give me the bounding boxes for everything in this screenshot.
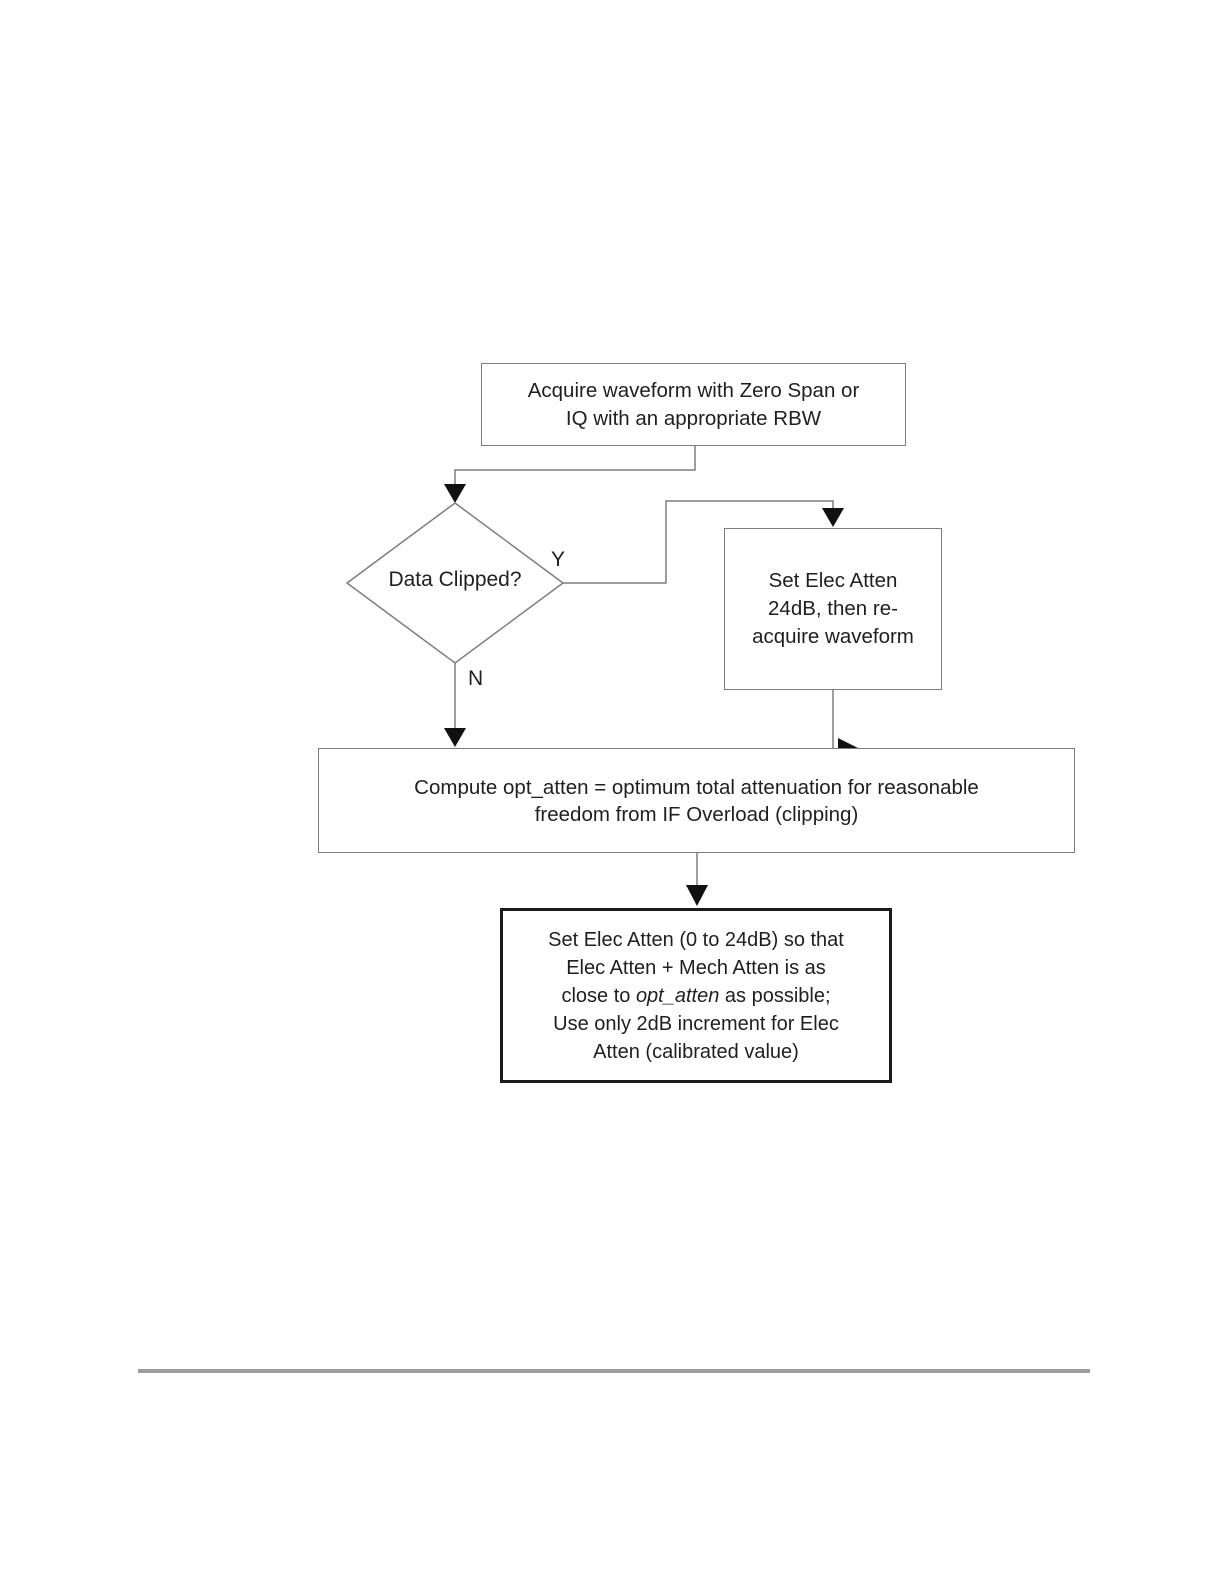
acquire-waveform-box: Acquire waveform with Zero Span or IQ wi… xyxy=(481,363,906,446)
elec24-box-line2: 24dB, then re- xyxy=(768,597,898,620)
final-box-line3: close to opt_atten as possible; xyxy=(561,982,830,1010)
connector-decision-yes-to-elec24 xyxy=(563,500,834,584)
connector-acquire-to-decision xyxy=(454,446,696,485)
decision-no-label: N xyxy=(468,667,484,690)
decision-yes-label: Y xyxy=(551,548,566,571)
arrowhead-down-icon xyxy=(686,885,708,906)
decision-label: Data Clipped? xyxy=(388,568,522,591)
elec24-box-line1: Set Elec Atten xyxy=(768,569,898,592)
arrowhead-down-icon xyxy=(444,728,466,747)
page-footer-rule xyxy=(138,1369,1090,1373)
compute-box-line2: freedom from IF Overload (clipping) xyxy=(534,802,859,826)
final-box-line3-post: as possible; xyxy=(719,984,831,1007)
acquire-box-line1: Acquire waveform with Zero Span or xyxy=(527,378,860,402)
final-box-line4: Use only 2dB increment for Elec xyxy=(553,1012,839,1035)
final-box-line5: Atten (calibrated value) xyxy=(593,1040,799,1063)
final-box-line2: Elec Atten + Mech Atten is as xyxy=(566,956,826,979)
final-box-line3-pre: close to xyxy=(561,984,636,1007)
set-elec-atten-final-box: Set Elec Atten (0 to 24dB) so that Elec … xyxy=(500,908,892,1083)
compute-box-line1: Compute opt_atten = optimum total attenu… xyxy=(414,775,979,799)
final-box-line1: Set Elec Atten (0 to 24dB) so that xyxy=(548,928,844,951)
arrowhead-down-icon xyxy=(444,484,466,503)
arrowhead-down-icon xyxy=(822,508,844,527)
final-box-line3-opt-atten: opt_atten xyxy=(635,984,720,1007)
compute-opt-atten-box: Compute opt_atten = optimum total attenu… xyxy=(318,748,1075,853)
elec24-box-line3: acquire waveform xyxy=(752,625,914,648)
set-elec-atten-24db-box: Set Elec Atten 24dB, then re- acquire wa… xyxy=(724,528,942,690)
acquire-box-line2: IQ with an appropriate RBW xyxy=(565,406,822,430)
